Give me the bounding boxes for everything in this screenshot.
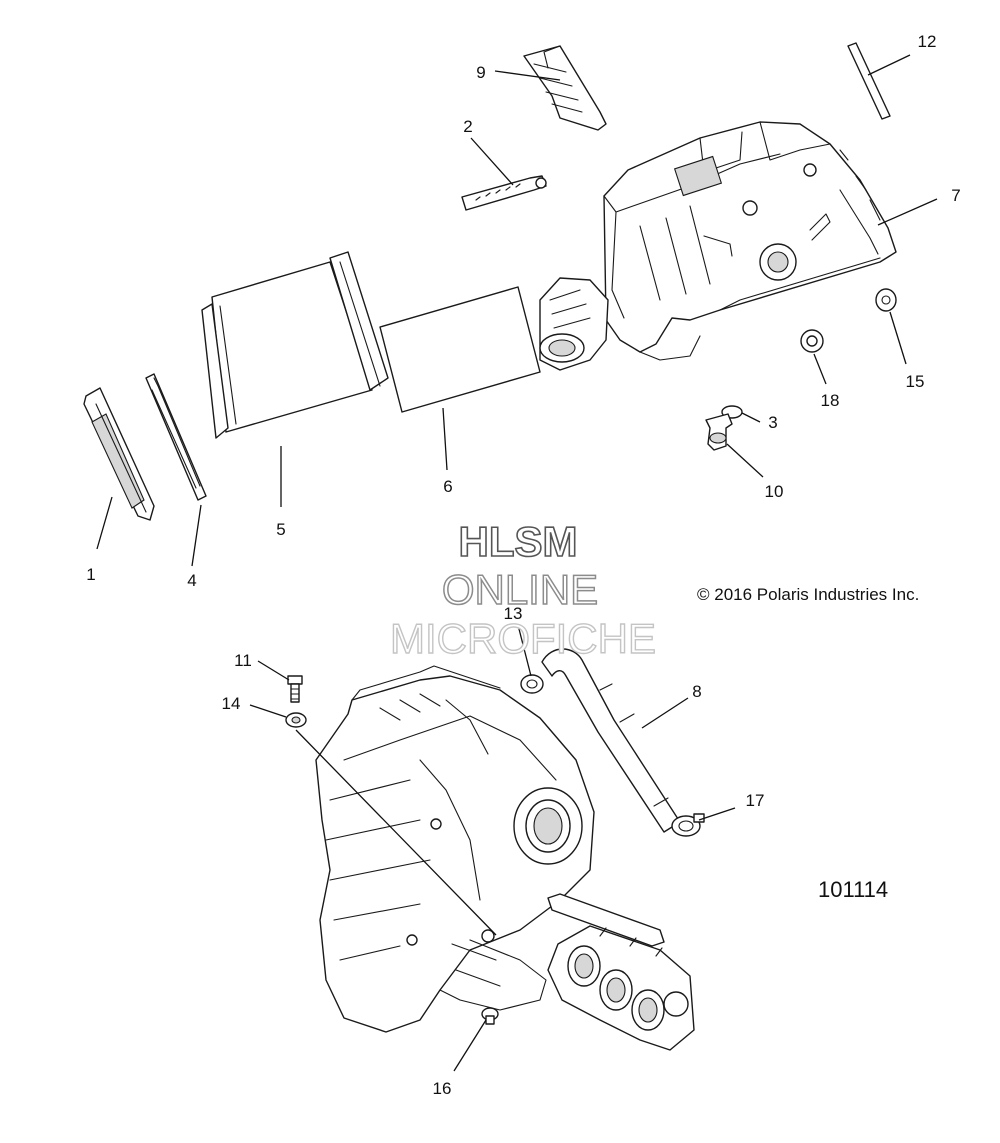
- leader-8: [641, 697, 689, 729]
- callout-15: 15: [906, 372, 925, 391]
- callout-6: 6: [443, 477, 452, 496]
- callout-3: 3: [768, 413, 777, 432]
- part-4-gasket: [145, 373, 207, 501]
- leader-17: [698, 807, 736, 821]
- leader-10: [726, 443, 764, 478]
- leader-18: [813, 353, 827, 385]
- part-10-drain-valve: [705, 413, 733, 451]
- part-11-bolt: [287, 675, 303, 703]
- callout-numbers: 1 2 3 4 5 6 7 8 9 10 11 12 13 14 15 16 1…: [86, 32, 960, 1098]
- watermark-line-1: HLSM: [459, 518, 578, 565]
- part-15-grommet: [875, 288, 897, 312]
- callout-12: 12: [918, 32, 937, 51]
- callout-7: 7: [951, 186, 960, 205]
- part-6-prefilter-sheet: [379, 286, 541, 413]
- callout-1: 1: [86, 565, 95, 584]
- leader-15: [889, 311, 907, 365]
- callout-9: 9: [476, 63, 485, 82]
- watermark: HLSM ONLINE MICROFICHE: [389, 517, 656, 663]
- watermark-line-3: MICROFICHE: [390, 615, 656, 662]
- part-13-clamp: [520, 674, 544, 694]
- callout-13: 13: [504, 604, 523, 623]
- leader-lines: [96, 54, 938, 1072]
- throttle-body-assembly: [547, 893, 695, 1051]
- leader-4: [191, 504, 202, 567]
- part-16-screw: [481, 1007, 499, 1025]
- leader-2: [470, 137, 514, 186]
- callout-17: 17: [746, 791, 765, 810]
- callout-16: 16: [433, 1079, 452, 1098]
- figure-number: 101114: [818, 877, 888, 902]
- part-12-rod: [847, 42, 891, 120]
- leader-16: [453, 1019, 487, 1072]
- part-14-washer: [285, 712, 307, 728]
- leader-6: [442, 407, 448, 471]
- leader-7: [877, 198, 938, 226]
- callout-18: 18: [821, 391, 840, 410]
- callout-4: 4: [187, 571, 196, 590]
- part-9-bracket: [523, 45, 607, 131]
- plenum-assembly: [315, 665, 595, 1033]
- part-17-clamp: [671, 813, 705, 837]
- part-1-cover: [83, 387, 155, 521]
- callout-10: 10: [765, 482, 784, 501]
- callout-5: 5: [276, 520, 285, 539]
- leader-14b: [295, 729, 497, 936]
- callout-14: 14: [222, 694, 241, 713]
- leader-3: [741, 412, 761, 423]
- leader-11: [257, 660, 290, 681]
- leader-1: [96, 496, 113, 550]
- part-2-latch: [461, 175, 547, 211]
- callout-11: 11: [234, 651, 252, 670]
- leader-12: [867, 54, 911, 76]
- leader-14: [249, 704, 287, 718]
- callout-2: 2: [463, 117, 472, 136]
- part-5-air-filter: [201, 251, 389, 439]
- watermark-line-2: ONLINE: [442, 566, 598, 613]
- callout-8: 8: [692, 682, 701, 701]
- leader-13: [517, 624, 532, 677]
- part-18-washer: [800, 329, 824, 353]
- leader-9: [494, 70, 561, 81]
- copyright-notice: © 2016 Polaris Industries Inc.: [697, 585, 919, 604]
- part-7-airbox-housing: [539, 121, 897, 371]
- part-8-hose: [541, 648, 681, 833]
